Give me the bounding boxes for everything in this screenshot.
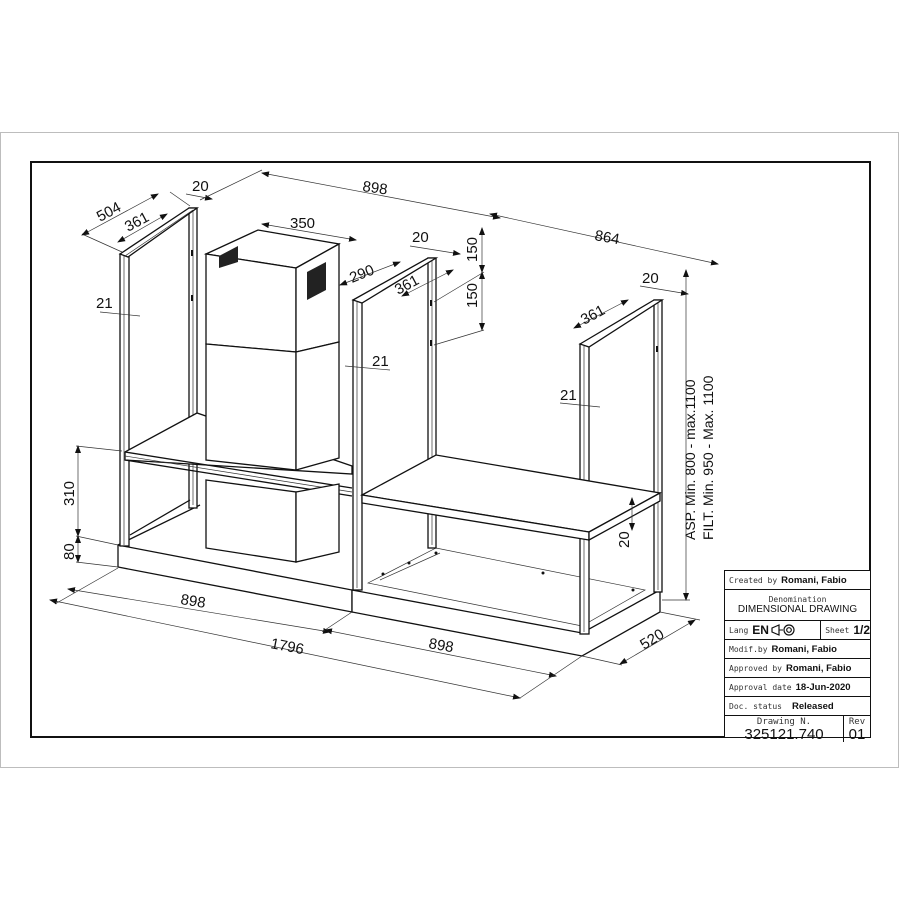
denomination-label: Denomination (768, 595, 827, 604)
dim-top-left-depth-inner: 361 (122, 209, 152, 236)
drawing-number-value: 325121.740 (744, 725, 824, 743)
right-base (351, 588, 661, 657)
created-by-label: Created by (729, 575, 778, 585)
drawing-number-cell: Drawing N. 325121.740 (725, 716, 844, 742)
note-aspiration-height: ASP. Min. 800 - max.1100 (682, 379, 698, 540)
modif-by-row: Modif.by Romani, Fabio (725, 640, 870, 659)
motor-box-side (295, 483, 340, 563)
dim-left-post-width: 21 (96, 295, 113, 312)
dim-hole-spacing-2: 150 (464, 283, 481, 308)
dim-top-left-thickness: 20 (192, 178, 209, 195)
sheet-label: Sheet (825, 625, 850, 635)
motor-box-front (205, 479, 297, 563)
lang-cell: Lang EN (725, 621, 822, 639)
lang-sheet-row: Lang EN Sheet 1/2 (725, 621, 870, 640)
dim-shelf-height: 310 (61, 481, 78, 506)
created-by-row: Created by Romani, Fabio (725, 571, 870, 590)
chimney-lower-front (205, 343, 297, 471)
first-angle-projection-icon (771, 624, 795, 636)
sheet-value: 1/2 (853, 623, 870, 637)
revision-cell: Rev 01 (844, 716, 870, 742)
vent-grille-left (219, 246, 238, 268)
dim-mid-frame-thickness: 20 (412, 229, 429, 246)
chimney-upper-front (205, 253, 297, 353)
left-module (117, 207, 353, 613)
chimney-lower-side (295, 341, 340, 471)
title-block: Created by Romani, Fabio Denomination DI… (724, 570, 870, 742)
created-by-value: Romani, Fabio (781, 574, 847, 586)
dim-shelf-thickness: 20 (616, 531, 633, 548)
dim-top-left-depth-outer: 504 (94, 199, 124, 226)
dim-hole-spacing-1: 150 (464, 237, 481, 262)
dim-base-height: 80 (61, 543, 78, 560)
drawing-number-row: Drawing N. 325121.740 Rev 01 (725, 716, 870, 742)
approved-by-value: Romani, Fabio (785, 662, 852, 674)
dim-gap-post-width: 21 (372, 353, 389, 370)
dim-top-width-left: 898 (361, 178, 388, 198)
approval-date-row: Approval date 18-Jun-2020 (725, 678, 870, 697)
doc-status-row: Doc. status Released (725, 697, 870, 716)
lang-value: EN (752, 623, 769, 637)
vent-grille-right (307, 262, 326, 300)
doc-status-value: Released (791, 700, 834, 712)
note-filter-height: FILT. Min. 950 - Max. 1100 (700, 375, 716, 540)
dim-right-frame-thickness: 20 (642, 270, 659, 287)
right-shelf-side-edge (588, 491, 661, 542)
doc-status-label: Doc. status (729, 701, 782, 711)
sheet-cell: Sheet 1/2 (821, 623, 870, 637)
approved-by-row: Approved by Romani, Fabio (725, 659, 870, 678)
approved-by-label: Approved by (729, 663, 782, 673)
dim-bottom-left-width: 898 (179, 591, 206, 612)
drawing-frame (30, 161, 871, 738)
dim-overall-depth: 520 (637, 626, 667, 654)
dim-chimney-width: 350 (290, 215, 315, 232)
drawing-number-label: Drawing N. (756, 716, 812, 727)
left-front-post (119, 253, 130, 547)
dim-top-width-right: 864 (593, 227, 621, 248)
approval-date-label: Approval date (729, 682, 792, 692)
modif-by-label: Modif.by (729, 644, 768, 654)
right-module (351, 257, 665, 657)
approval-date-value: 18-Jun-2020 (795, 681, 851, 693)
dim-right-post-width: 21 (560, 387, 577, 404)
revision-value: 01 (848, 725, 866, 743)
dim-chimney-depth: 290 (347, 262, 377, 287)
denomination-value: DIMENSIONAL DRAWING (737, 604, 858, 615)
modif-by-value: Romani, Fabio (771, 643, 837, 655)
dim-bottom-right-width: 898 (427, 635, 455, 656)
dim-right-frame-depth: 361 (578, 302, 608, 329)
denomination-row: Denomination DIMENSIONAL DRAWING (725, 590, 870, 621)
revision-label: Rev (848, 716, 866, 727)
sheet-outer-border (0, 132, 899, 768)
right-front-left-post (352, 299, 363, 591)
dim-bottom-total-width: 1796 (269, 635, 305, 658)
lang-label: Lang (729, 625, 749, 635)
